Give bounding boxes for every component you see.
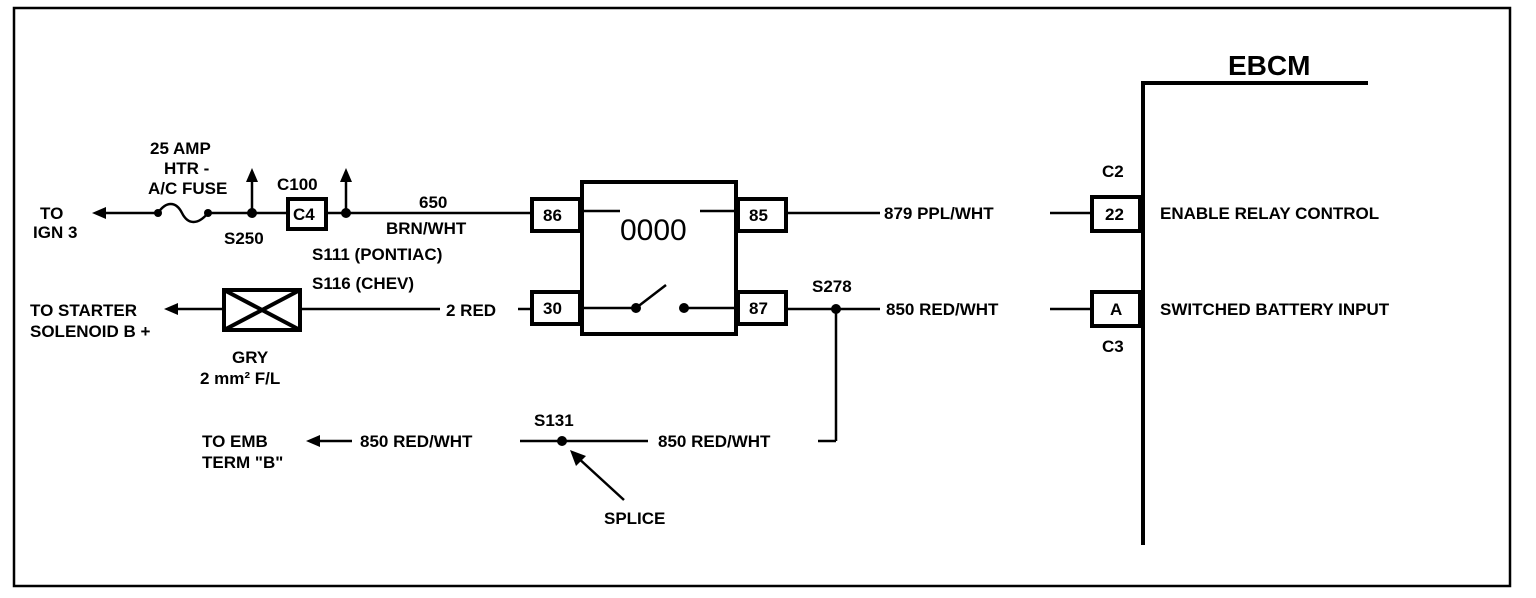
ebcm-c2-label: C2 xyxy=(1102,162,1124,181)
splice-s131-label: S131 xyxy=(534,411,574,430)
relay-pin-86: 86 xyxy=(543,206,562,225)
ebcm-title: EBCM xyxy=(1228,50,1310,81)
splice-s116-label: S116 (CHEV) xyxy=(312,274,414,293)
relay: 86 85 30 87 0000 xyxy=(530,180,788,336)
wire-879-label: 879 PPL/WHT xyxy=(884,204,994,223)
fusible-link-size: 2 mm² F/L xyxy=(200,369,280,388)
splice-s111-label: S111 (PONTIAC) xyxy=(312,245,442,264)
wire-850-left-label: 850 RED/WHT xyxy=(360,432,473,451)
relay-pin-87: 87 xyxy=(749,299,768,318)
to-emb-arrow-icon xyxy=(306,435,320,447)
splice-s250-label: S250 xyxy=(224,229,264,248)
fuse-label-line2: HTR - xyxy=(164,159,209,178)
wire-2-red-label: 2 RED xyxy=(446,301,496,320)
diagram-border xyxy=(12,6,1512,588)
ebcm-module: EBCM xyxy=(1141,50,1368,545)
fuse-icon xyxy=(156,202,209,224)
splice-s278-label: S278 xyxy=(812,277,852,296)
to-ign-label-line2: IGN 3 xyxy=(33,223,77,242)
to-ign-label-line1: TO xyxy=(40,204,63,223)
wire-850-mid-label: 850 RED/WHT xyxy=(658,432,771,451)
ebcm-switched-label: SWITCHED BATTERY INPUT xyxy=(1160,300,1390,319)
to-ign-arrow-icon xyxy=(92,207,106,219)
c4-pin-label: C4 xyxy=(293,205,315,224)
relay-pin-85: 85 xyxy=(749,206,768,225)
splice-pointer-arrow-icon xyxy=(570,450,586,466)
c100-label: C100 xyxy=(277,175,318,194)
wire-850-right-label: 850 RED/WHT xyxy=(886,300,999,319)
fuse-label-line1: 25 AMP xyxy=(150,139,211,158)
ebcm-c3-label: C3 xyxy=(1102,337,1124,356)
up-arrow-icon xyxy=(246,168,258,182)
to-starter-arrow-icon xyxy=(164,303,178,315)
fuse-label-line3: A/C FUSE xyxy=(148,179,227,198)
to-starter-line2: SOLENOID B + xyxy=(30,322,151,341)
up-arrow-icon xyxy=(340,168,352,182)
fusible-link-color: GRY xyxy=(232,348,269,367)
ebcm-pin-22: 22 xyxy=(1105,205,1124,224)
relay-switch-icon xyxy=(635,284,667,309)
splice-pointer-label: SPLICE xyxy=(604,509,665,528)
to-emb-line2: TERM "B" xyxy=(202,453,283,472)
wire-650-number: 650 xyxy=(419,193,447,212)
ebcm-pin-a: A xyxy=(1110,300,1122,319)
to-emb-line1: TO EMB xyxy=(202,432,268,451)
wire-650-color: BRN/WHT xyxy=(386,219,467,238)
ebcm-enable-label: ENABLE RELAY CONTROL xyxy=(1160,204,1379,223)
to-starter-line1: TO STARTER xyxy=(30,301,137,320)
fusible-link-icon xyxy=(222,288,302,332)
relay-pin-30: 30 xyxy=(543,299,562,318)
relay-coil-icon: 0000 xyxy=(620,214,687,247)
